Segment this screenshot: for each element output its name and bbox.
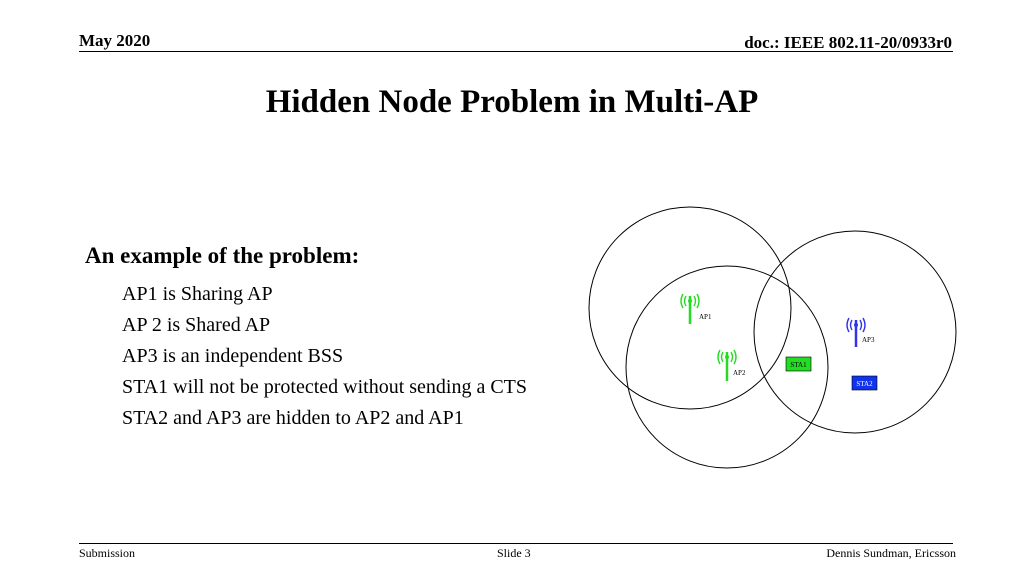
bullet-item: AP3 is an independent BSS: [122, 345, 344, 367]
ap3-antenna-icon: [846, 317, 866, 347]
ap1-coverage-circle: [588, 206, 792, 410]
footer-divider: [79, 543, 953, 544]
ap1-label: AP1: [699, 313, 712, 321]
footer-slide-number: Slide 3: [497, 546, 531, 560]
sta1-station-box: [785, 356, 812, 372]
ap2-antenna-icon: [717, 349, 737, 381]
footer-submission: Submission: [79, 546, 136, 560]
ap2-coverage-circle: [625, 265, 829, 469]
bullet-item: AP1 is Sharing AP: [122, 283, 273, 305]
ap1-antenna-icon: [680, 293, 700, 324]
ap3-coverage-circle: [753, 230, 957, 434]
bullet-item: STA2 and AP3 are hidden to AP2 and AP1: [122, 407, 464, 429]
bullet-item: AP 2 is Shared AP: [122, 314, 271, 336]
header-divider: [79, 51, 953, 52]
sta2-station-box: [851, 375, 878, 391]
header-date: May 2020: [79, 31, 151, 50]
bullet-item: STA1 will not be protected without sendi…: [122, 376, 528, 398]
ap2-label: AP2: [733, 369, 746, 377]
sta1-label: STA1: [790, 361, 807, 369]
ap3-label: AP3: [862, 336, 875, 344]
slide-title: Hidden Node Problem in Multi-AP: [265, 84, 759, 120]
header-doc-id: doc.: IEEE 802.11-20/0933r0: [744, 33, 952, 52]
bullet-list: AP1 is Sharing AP AP 2 is Shared AP AP3 …: [122, 279, 527, 434]
sta2-label: STA2: [856, 380, 873, 388]
body-heading: An example of the problem:: [85, 243, 360, 268]
footer-author: Dennis Sundman, Ericsson: [826, 546, 956, 560]
